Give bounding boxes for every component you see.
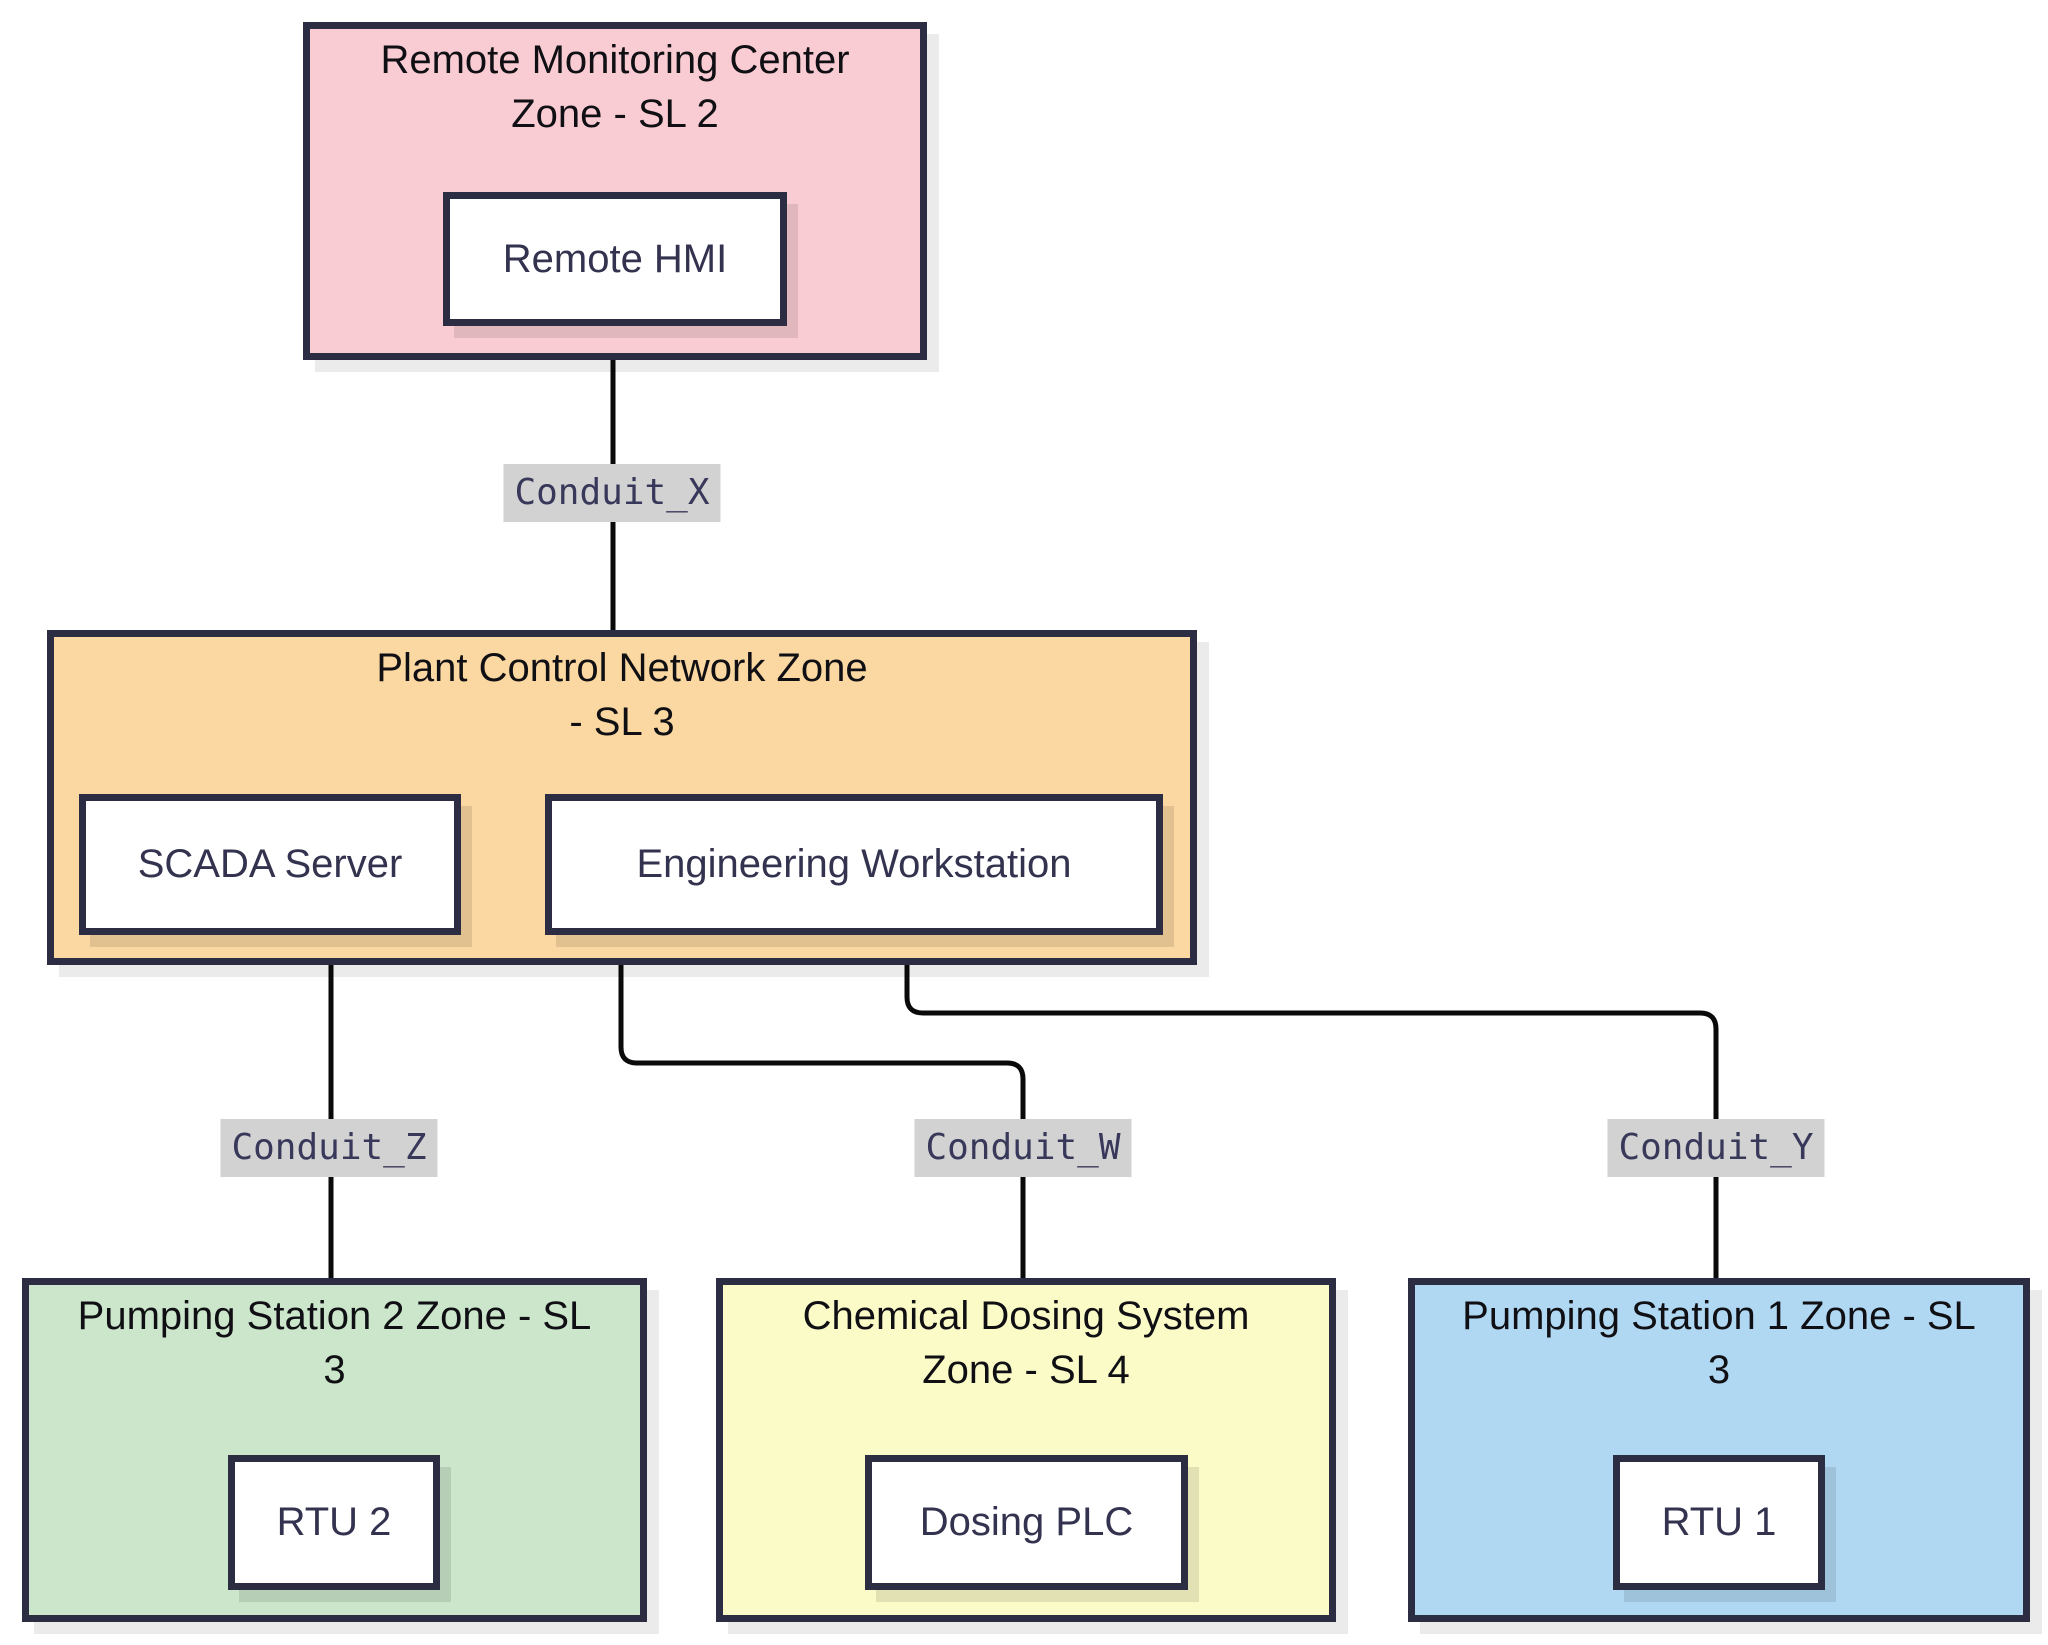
zone-chemical-dosing-system: Chemical Dosing System Zone - SL 4 Dosin… — [716, 1278, 1336, 1622]
conduit-label-x: Conduit_X — [503, 464, 721, 522]
zone-plant-control-network: Plant Control Network Zone - SL 3 SCADA … — [47, 630, 1197, 965]
zone-title-line-1: Remote Monitoring Center — [380, 38, 850, 82]
zone-title-line-1: Pumping Station 2 Zone - SL — [77, 1294, 592, 1338]
zone-title-pumping-station-1: Pumping Station 1 Zone - SL 3 — [1415, 1285, 2023, 1397]
zone-pumping-station-2: Pumping Station 2 Zone - SL 3 RTU 2 — [22, 1278, 647, 1622]
zone-title-line-2: Zone - SL 4 — [922, 1348, 1130, 1392]
node-scada-server: SCADA Server — [79, 794, 461, 935]
node-remote-hmi: Remote HMI — [443, 192, 787, 326]
node-label-engineering-workstation: Engineering Workstation — [636, 842, 1072, 886]
node-dosing-plc: Dosing PLC — [865, 1455, 1188, 1590]
conduit-label-z: Conduit_Z — [220, 1119, 438, 1177]
zone-title-line-1: Plant Control Network Zone — [376, 646, 868, 690]
zone-title-plant-control-network: Plant Control Network Zone - SL 3 — [54, 637, 1190, 749]
node-label-scada-server: SCADA Server — [137, 842, 403, 886]
node-rtu-1: RTU 1 — [1613, 1455, 1825, 1590]
zone-remote-monitoring-center: Remote Monitoring Center Zone - SL 2 Rem… — [303, 22, 927, 360]
zone-title-line-2: 3 — [1707, 1348, 1731, 1392]
zone-title-pumping-station-2: Pumping Station 2 Zone - SL 3 — [29, 1285, 640, 1397]
zone-title-chemical-dosing-system: Chemical Dosing System Zone - SL 4 — [723, 1285, 1329, 1397]
node-rtu-2: RTU 2 — [228, 1455, 440, 1590]
zone-title-remote-monitoring-center: Remote Monitoring Center Zone - SL 2 — [310, 29, 920, 141]
node-label-rtu-2: RTU 2 — [276, 1500, 392, 1544]
zone-title-line-2: Zone - SL 2 — [511, 92, 719, 136]
zone-title-line-1: Chemical Dosing System — [802, 1294, 1250, 1338]
edge-conduit-y — [904, 963, 1719, 1280]
node-label-remote-hmi: Remote HMI — [502, 236, 728, 281]
conduit-label-y: Conduit_Y — [1607, 1119, 1825, 1177]
node-engineering-workstation: Engineering Workstation — [545, 794, 1163, 935]
zone-title-line-1: Pumping Station 1 Zone - SL — [1462, 1294, 1976, 1338]
node-label-rtu-1: RTU 1 — [1661, 1500, 1777, 1544]
zone-title-line-2: 3 — [323, 1348, 346, 1392]
zone-title-line-2: - SL 3 — [569, 700, 675, 744]
conduit-label-w: Conduit_W — [914, 1119, 1132, 1177]
zone-pumping-station-1: Pumping Station 1 Zone - SL 3 RTU 1 — [1408, 1278, 2030, 1622]
node-label-dosing-plc: Dosing PLC — [919, 1500, 1134, 1544]
edge-conduit-w — [618, 963, 1026, 1280]
